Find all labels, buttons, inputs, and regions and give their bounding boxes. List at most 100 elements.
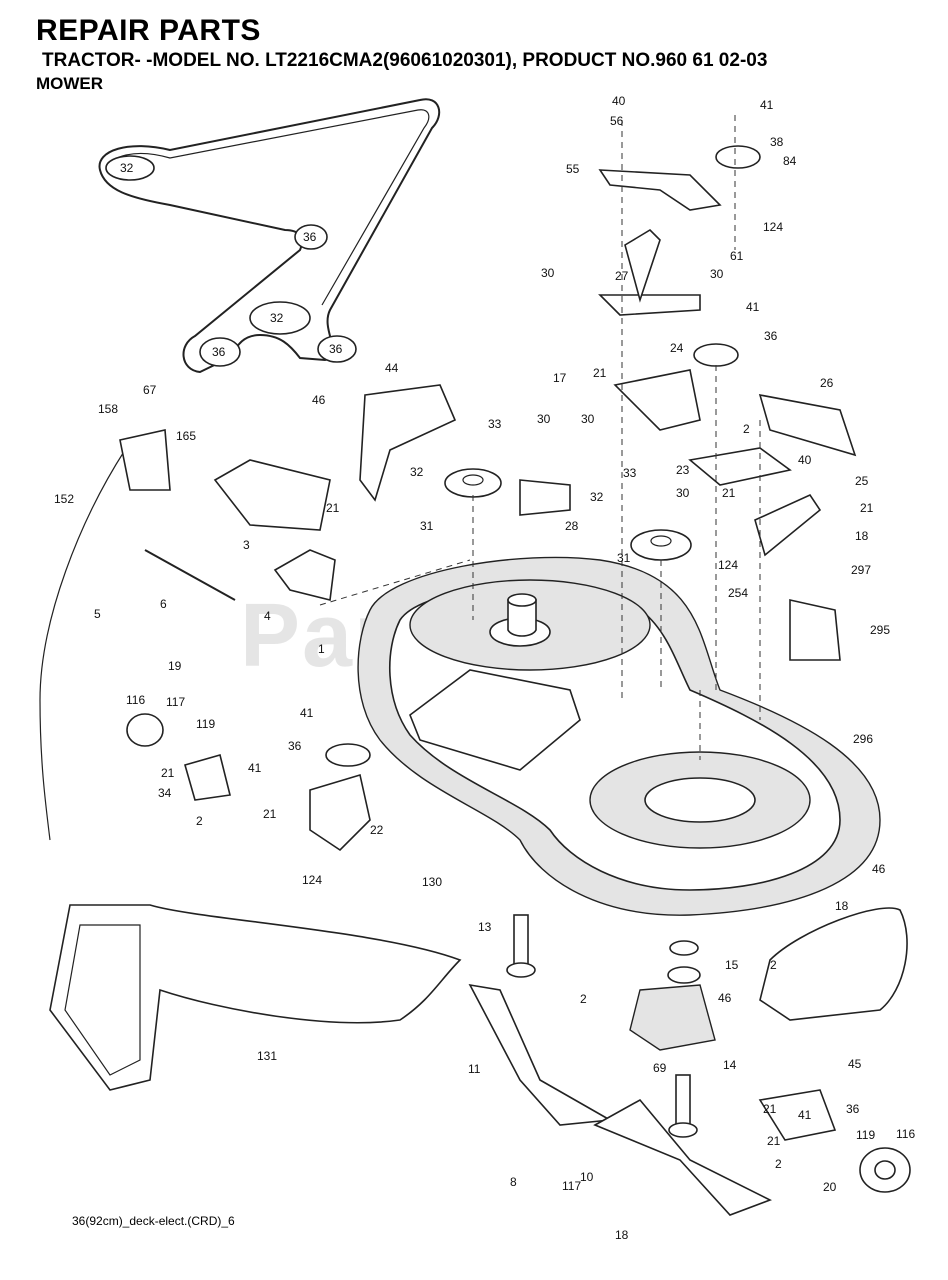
callout: 124 (718, 558, 738, 572)
callout: 23 (676, 463, 690, 477)
callout-labels: 40 41 56 38 84 55 124 61 30 27 30 41 36 … (54, 94, 915, 1242)
bracket-25 (754, 493, 822, 557)
callout: 30 (537, 412, 551, 426)
callout: 131 (257, 1049, 277, 1063)
blade-left (468, 983, 613, 1126)
pulley-32-left (444, 468, 502, 498)
callout: 20 (823, 1180, 837, 1194)
plate-23 (688, 447, 792, 486)
callout: 69 (653, 1061, 667, 1075)
callout: 116 (126, 693, 145, 707)
callout: 6 (160, 597, 167, 611)
pulley-label: 36 (212, 345, 226, 359)
spindle-housing-center (629, 940, 716, 1051)
callout: 14 (723, 1058, 737, 1072)
bracket-295 (789, 599, 841, 661)
callout: 165 (176, 429, 196, 443)
discharge-cover (759, 907, 908, 1021)
callout: 32 (410, 465, 424, 479)
callout: 2 (580, 992, 587, 1006)
cable-152 (39, 429, 171, 841)
callout: 119 (856, 1128, 875, 1142)
callout: 46 (872, 862, 886, 876)
callout: 36 (846, 1102, 860, 1116)
callout: 158 (98, 402, 118, 416)
callout: 31 (617, 551, 631, 565)
callout: 61 (730, 249, 744, 263)
belt-pulley-32-top: 32 (105, 155, 155, 181)
belt-pulley-36-right: 36 (294, 224, 328, 250)
callout: 152 (54, 492, 74, 506)
callout: 117 (166, 695, 185, 709)
callout: 25 (855, 474, 869, 488)
belt-pulley-32-center: 32 (249, 301, 311, 335)
callout: 33 (623, 466, 637, 480)
callout: 2 (770, 958, 777, 972)
callout: 2 (196, 814, 203, 828)
callout: 1 (318, 642, 325, 656)
callout: 18 (615, 1228, 629, 1242)
callout: 27 (615, 269, 629, 283)
spindle-right (668, 1074, 698, 1138)
callout: 24 (670, 341, 684, 355)
callout: 5 (94, 607, 101, 621)
mower-deck-housing (357, 556, 881, 916)
bracket-26 (758, 393, 857, 457)
callout: 21 (722, 486, 736, 500)
callout: 33 (488, 417, 502, 431)
pulley-label: 36 (303, 230, 317, 244)
bracket-22 (309, 773, 371, 852)
callout: 46 (312, 393, 326, 407)
pulley-label: 32 (270, 311, 284, 325)
callout: 296 (853, 732, 873, 746)
callout: 130 (422, 875, 442, 889)
callout: 44 (385, 361, 399, 375)
callout: 40 (798, 453, 812, 467)
callout: 21 (860, 501, 874, 515)
callout: 30 (676, 486, 690, 500)
pulley-32-right (630, 529, 692, 561)
callout: 30 (581, 412, 595, 426)
callout: 124 (302, 873, 322, 887)
section-label: MOWER (36, 74, 104, 93)
pulley-label: 32 (120, 161, 134, 175)
callout: 28 (565, 519, 579, 533)
grass-catcher-chute (49, 904, 462, 1091)
callout: 18 (835, 899, 849, 913)
bracket-34 (126, 713, 231, 801)
callout: 41 (760, 98, 774, 112)
belt-pulley-36-left: 36 (199, 337, 241, 367)
belt-routing-diagram: 32 36 32 36 36 (98, 98, 441, 374)
callout: 13 (478, 920, 492, 934)
callout: 21 (326, 501, 340, 515)
callout: 26 (820, 376, 834, 390)
callout: 116 (896, 1127, 915, 1141)
callout: 2 (775, 1157, 782, 1171)
callout: 3 (243, 538, 250, 552)
callout: 40 (612, 94, 626, 108)
callout: 17 (553, 371, 567, 385)
callout: 119 (196, 717, 215, 731)
callout: 117 (562, 1179, 581, 1193)
page-title: REPAIR PARTS (36, 14, 261, 47)
callout: 22 (370, 823, 384, 837)
lift-rod-6 (144, 549, 236, 601)
idler-arm-55 (598, 169, 722, 211)
callout: 11 (468, 1062, 481, 1076)
bracket-27 (598, 228, 701, 316)
model-subtitle: TRACTOR- -MODEL NO. LT2216CMA2(960610203… (42, 50, 768, 71)
idler-38-top (715, 145, 761, 169)
callout: 41 (746, 300, 760, 314)
callout: 38 (770, 135, 784, 149)
drawing-reference: 36(92cm)_deck-elect.(CRD)_6 (72, 1214, 235, 1228)
callout: 10 (580, 1170, 594, 1184)
callout: 15 (725, 958, 739, 972)
idler-36-mid (693, 343, 739, 367)
callout: 45 (848, 1057, 862, 1071)
callout: 19 (168, 659, 182, 673)
idler-arm-24 (613, 369, 701, 431)
belt-pulley-36-bottom: 36 (317, 335, 357, 363)
callout: 2 (743, 422, 750, 436)
callout: 84 (783, 154, 797, 168)
gauge-wheel-assembly (758, 1089, 911, 1193)
